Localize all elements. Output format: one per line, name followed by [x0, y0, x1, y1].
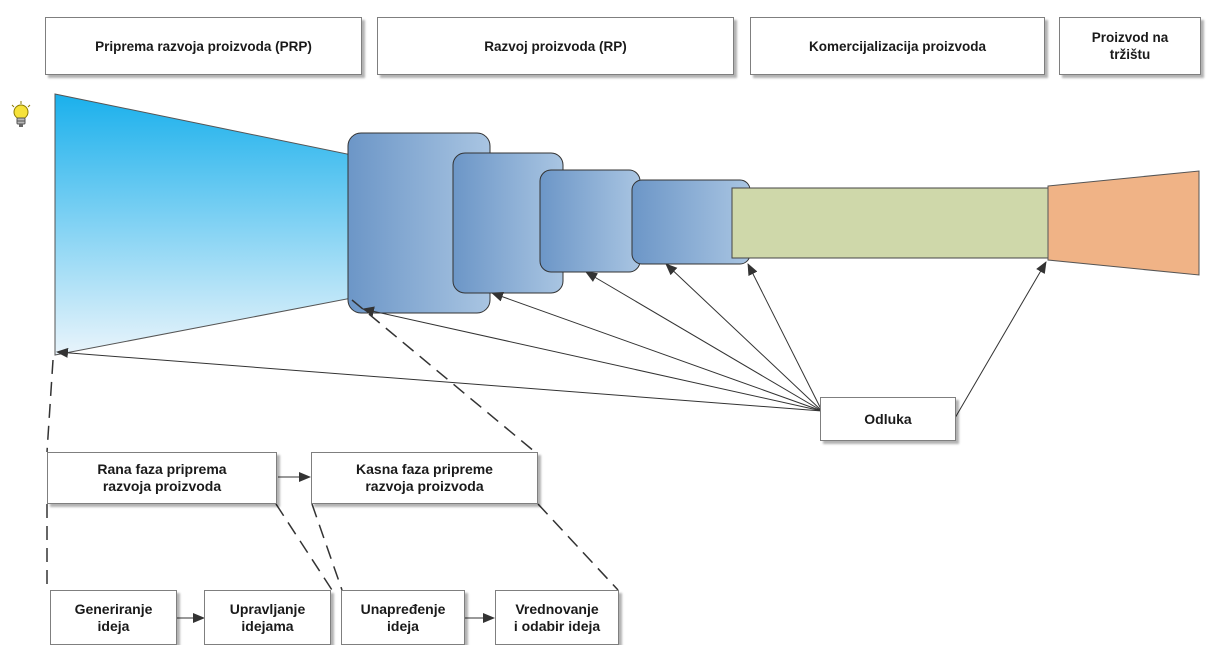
arrow-to-commercialization — [747, 263, 823, 412]
stage-box-3 — [539, 169, 641, 273]
phase-box-market: Proizvod na tržištu — [1059, 17, 1201, 75]
lightbulb-icon — [8, 100, 34, 135]
market-shape — [1047, 170, 1200, 276]
arrow-to-stage-4 — [665, 263, 823, 412]
zoom-line-funnel-left — [46, 359, 54, 453]
zoom-line-late-right — [537, 503, 619, 591]
arrow-to-market — [954, 261, 1047, 419]
phase-box-rp: Razvoj proizvoda (RP) — [377, 17, 734, 75]
phase-box-commercialization: Komercijalizacija proizvoda — [750, 17, 1045, 75]
activity-manage-ideas: Upravljanje idejama — [204, 590, 331, 645]
arrow-to-stage-3 — [585, 271, 823, 412]
activity-generate-ideas: Generiranje ideja — [50, 590, 177, 645]
funnel-shape — [54, 93, 353, 356]
zoom-line-funnel-right — [351, 299, 536, 453]
phase-box-prp: Priprema razvoja proizvoda (PRP) — [45, 17, 362, 75]
late-phase-box: Kasna faza pripreme razvoja proizvoda — [311, 452, 538, 504]
commercialization-bar — [731, 187, 1049, 259]
activity-improve-ideas: Unapređenje ideja — [341, 590, 465, 645]
decision-box: Odluka — [820, 397, 956, 441]
zoom-line-early-right — [275, 503, 333, 591]
zoom-line-late-left — [311, 503, 343, 591]
activity-evaluate-select: Vrednovanje i odabir ideja — [495, 590, 619, 645]
arrow-to-stage-2 — [491, 291, 823, 412]
early-phase-box: Rana faza priprema razvoja proizvoda — [47, 452, 277, 504]
arrow-to-funnel — [56, 347, 823, 412]
arrow-to-stage-1 — [362, 306, 823, 412]
